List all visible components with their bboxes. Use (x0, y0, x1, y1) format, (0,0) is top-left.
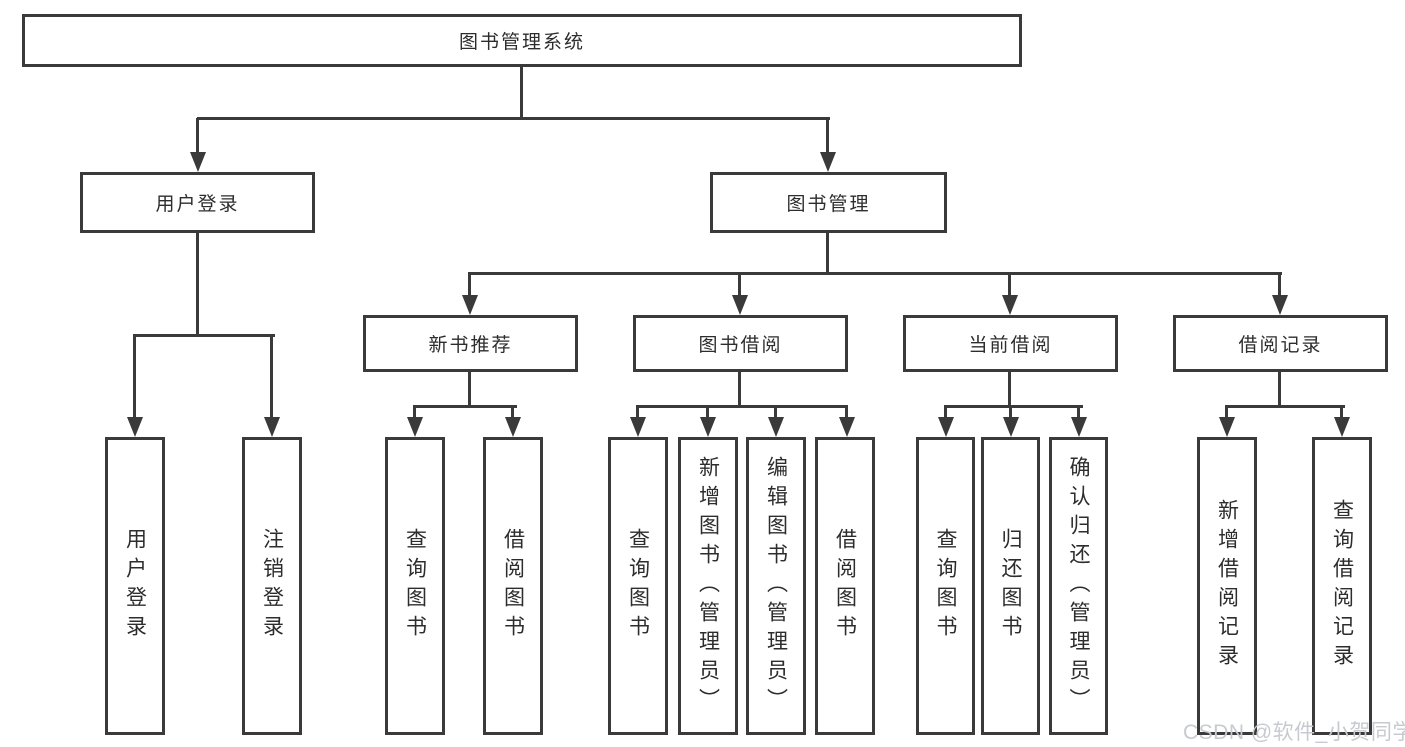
connector-current-borrow-stem (1008, 372, 1011, 408)
node-root-label: 图书管理系统 (458, 32, 585, 53)
leaf-query-book-current: 查询图书 (916, 437, 975, 735)
leaf-logout-login-label: 注销登录 (260, 528, 284, 644)
leaf-query-book-recommend-label: 查询图书 (403, 528, 427, 644)
leaf-add-borrow-record: 新增借阅记录 (1197, 437, 1257, 735)
node-book-borrow: 图书借阅 (633, 315, 848, 372)
arrow-down-icon (190, 152, 206, 172)
connector-drop-current-borrow (1008, 273, 1011, 297)
connector-new-book-stem (468, 372, 471, 408)
leaf-logout-login: 注销登录 (242, 437, 302, 735)
leaf-query-book-borrow-label: 查询图书 (626, 528, 650, 644)
connector-drop-user-login (196, 118, 199, 154)
connector-drop-leaf (413, 406, 416, 420)
arrow-down-icon (820, 152, 836, 172)
leaf-borrow-book-recommend-label: 借阅图书 (501, 528, 525, 644)
connector-new-book-bus (413, 405, 517, 408)
node-current-borrow: 当前借阅 (903, 315, 1118, 372)
node-current-borrow-label: 当前借阅 (968, 335, 1053, 356)
connector-book-borrow-stem (738, 372, 741, 408)
connector-drop-leaf (706, 406, 709, 420)
connector-drop-borrow-records (1278, 273, 1281, 297)
csdn-watermark: CSDN @软件_小贺同学 (1183, 721, 1405, 744)
connector-drop-leaf (845, 406, 848, 420)
connector-drop-leaf (1077, 406, 1080, 420)
arrow-down-icon (1219, 417, 1235, 437)
connector-user-login-bus (133, 334, 275, 337)
leaf-borrow-book: 借阅图书 (815, 437, 875, 735)
node-borrow-records-label: 借阅记录 (1238, 335, 1323, 356)
arrow-down-icon (1071, 417, 1087, 437)
leaf-confirm-return-admin-label: 确认归还（管理员） (1067, 455, 1090, 717)
leaf-borrow-book-recommend: 借阅图书 (483, 437, 543, 735)
connector-root-bus (197, 117, 830, 120)
node-new-book-recommend-label: 新书推荐 (428, 335, 513, 356)
connector-drop-leaf (636, 406, 639, 420)
connector-drop-leaf (133, 336, 136, 420)
arrow-down-icon (1003, 417, 1019, 437)
leaf-return-book-label: 归还图书 (999, 528, 1022, 644)
leaf-query-borrow-record: 查询借阅记录 (1312, 437, 1372, 735)
connector-borrow-records-stem (1278, 372, 1281, 408)
connector-drop-leaf (774, 406, 777, 420)
connector-drop-new-book (468, 273, 471, 297)
leaf-edit-book-admin-label: 编辑图书（管理员） (764, 455, 788, 717)
connector-root-stem (520, 67, 523, 119)
arrow-down-icon (768, 417, 784, 437)
connector-book-mgmt-bus (468, 272, 1282, 275)
leaf-add-borrow-record-label: 新增借阅记录 (1215, 499, 1239, 673)
arrow-down-icon (630, 417, 646, 437)
connector-book-mgmt-stem (826, 233, 829, 275)
arrow-down-icon (462, 295, 478, 315)
connector-drop-leaf (1340, 406, 1343, 420)
node-new-book-recommend: 新书推荐 (363, 315, 578, 372)
connector-drop-leaf (1225, 406, 1228, 420)
arrow-down-icon (1002, 295, 1018, 315)
arrow-down-icon (127, 417, 143, 437)
leaf-user-login-label: 用户登录 (123, 528, 147, 644)
leaf-borrow-book-label: 借阅图书 (833, 528, 857, 644)
connector-book-borrow-bus (636, 405, 848, 408)
node-root: 图书管理系统 (22, 14, 1022, 67)
arrow-down-icon (1272, 295, 1288, 315)
node-borrow-records: 借阅记录 (1173, 315, 1388, 372)
node-book-management: 图书管理 (710, 172, 947, 233)
arrow-down-icon (505, 417, 521, 437)
connector-drop-leaf (511, 406, 514, 420)
leaf-confirm-return-admin: 确认归还（管理员） (1049, 437, 1108, 735)
node-user-login: 用户登录 (80, 172, 315, 233)
leaf-add-book-admin: 新增图书（管理员） (678, 437, 738, 735)
connector-drop-book-mgmt (826, 118, 829, 154)
connector-drop-book-borrow (738, 273, 741, 297)
leaf-edit-book-admin: 编辑图书（管理员） (746, 437, 806, 735)
arrow-down-icon (264, 417, 280, 437)
connector-borrow-records-bus (1225, 405, 1345, 408)
node-book-management-label: 图书管理 (786, 194, 871, 215)
leaf-return-book: 归还图书 (981, 437, 1040, 735)
connector-drop-leaf (944, 406, 947, 420)
leaf-add-book-admin-label: 新增图书（管理员） (696, 455, 720, 717)
connector-drop-leaf (270, 336, 273, 420)
arrow-down-icon (732, 295, 748, 315)
connector-user-login-stem (196, 233, 199, 337)
leaf-query-borrow-record-label: 查询借阅记录 (1330, 499, 1354, 673)
arrow-down-icon (938, 417, 954, 437)
connector-drop-leaf (1009, 406, 1012, 420)
leaf-query-book-current-label: 查询图书 (934, 528, 957, 644)
arrow-down-icon (700, 417, 716, 437)
connector-current-borrow-bus (944, 405, 1083, 408)
arrow-down-icon (407, 417, 423, 437)
node-book-borrow-label: 图书借阅 (698, 335, 783, 356)
arrow-down-icon (1334, 417, 1350, 437)
leaf-query-book-recommend: 查询图书 (385, 437, 445, 735)
leaf-user-login: 用户登录 (105, 437, 165, 735)
leaf-query-book-borrow: 查询图书 (608, 437, 668, 735)
node-user-login-label: 用户登录 (155, 194, 240, 215)
arrow-down-icon (839, 417, 855, 437)
